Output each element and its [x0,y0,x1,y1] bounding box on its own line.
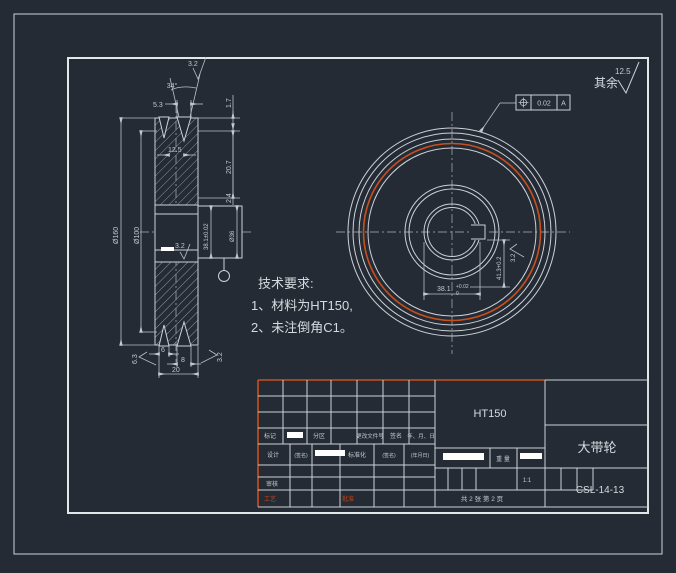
roughness-symbol [617,61,640,95]
tb-sign3: (签名) [382,452,396,459]
tb-part-name: 大带轮 [577,440,616,455]
tb-scale: 1:1 [523,478,532,484]
tb-std: 标准化 [348,451,366,459]
dim-groove-top-width: 5.3 [153,102,163,109]
material-region [435,380,546,507]
dim-web-diameter: Ø100 [134,227,141,244]
general-note-label: 其余 [594,75,618,90]
dim-b3: 20 [172,367,180,374]
rim-top-hatched [154,117,199,206]
callout-circle [218,270,230,282]
dim-bore: 38.1±0.02 [204,223,210,250]
dim-b1: 6 [161,347,165,354]
roughness-value: 6.3 [132,354,139,364]
general-note-value: 12.5 [615,67,631,76]
tb-mark: 标记 [264,432,276,440]
tb-zone: 分区 [313,432,325,440]
section-dimensions: Ø160 Ø100 5.3 34° 3.2 12.5 1.7 20.7 2. [113,56,240,378]
hub-circle [404,184,500,280]
dim-bore-tol-lower: 0 [456,291,459,297]
tb-material: HT150 [473,408,506,420]
dim-hub: Ø36 [230,230,236,242]
tb-filled-cell[interactable] [287,432,303,438]
groove-root-circle [367,147,537,317]
tb-changefile: 更改文件号 [356,432,384,440]
groove-circle [358,138,546,326]
pitch-circle-orange [362,142,542,322]
v-groove [158,116,170,139]
roughness-value: 3.2 [217,352,224,362]
dim-bore-value: 38.1 [437,286,451,293]
technical-requirements: 技术要求: 1、材料为HT150, 2、未注倒角C1。 [251,276,353,335]
dim-groove-angle: 34° [167,82,178,90]
rim-bottom-hatched [154,261,199,346]
dim-keyway: 41.3+0.2 [497,256,503,280]
tb-drawing-number: CSL-14-13 [576,485,625,496]
tb-design: 设计 [267,451,279,459]
roughness-symbol [509,243,525,258]
gdt-datum: A [561,101,566,108]
section-view [140,104,252,362]
tb-sign2: (签名) [294,452,308,459]
tb-filled-cell[interactable] [443,453,484,460]
dim-groove-mid-width: 12.5 [168,147,182,154]
dim-right-3: 2.4 [226,193,233,203]
gdt-tolerance: 0.02 [537,101,551,108]
roughness-symbol [200,349,218,364]
roughness-symbol [138,351,157,366]
rim-outer-circle-2 [352,132,552,332]
v-groove [176,320,192,347]
dim-bore-tol-upper: +0.02 [456,284,469,290]
dim-right-2: 20.7 [226,160,233,174]
front-dimensions: 38.1 +0.02 0 41.3+0.2 3.2 [423,239,525,300]
roughness-symbol [179,243,191,260]
tech-req-item: 1、材料为HT150, [251,298,353,313]
hub-boss [197,205,243,259]
roughness-value: 3.2 [175,243,185,250]
tb-date: 年、月、日 [407,432,435,440]
tb-check: 审核 [266,480,278,488]
tb-weight: 重 量 [496,455,510,463]
tb-craft: 工艺 [264,495,276,503]
roughness-value: 3.2 [511,253,517,262]
tech-req-item: 2、未注倒角C1。 [251,320,353,335]
roughness-value: 3.2 [188,61,198,68]
roughness-symbol [192,56,207,81]
dim-outer-diameter: Ø160 [113,227,120,244]
v-groove [158,324,170,347]
dim-right-1: 1.7 [226,98,233,108]
tb-sheet: 共 2 张 第 2 页 [461,494,504,503]
tb-approve: 批准 [342,495,354,503]
dim-b2: 8 [181,357,185,364]
revision-grid [258,380,435,445]
keyway-mask [471,224,487,240]
tb-date2: (年月日) [411,452,430,459]
name-region [545,380,649,507]
hub-circle-2 [408,188,496,276]
position-symbol-icon [518,97,529,108]
keyway-outline [471,224,486,240]
gdt-frame: 0.02 A [479,94,571,133]
general-roughness-note: 其余 12.5 [594,61,640,95]
tb-filled-cell[interactable] [315,450,345,456]
front-view [336,112,570,354]
v-groove [176,116,192,143]
selection-highlight[interactable] [161,247,174,251]
tb-filled-cell[interactable] [520,453,542,459]
sheet-border [13,13,663,555]
title-block: 标记 分区 更改文件号 签名 年、月、日 设计 (签名) 标准化 (签名) (年… [257,379,649,508]
tb-sign: 签名 [390,432,402,440]
rim-outer-circle [347,127,557,337]
tech-req-title: 技术要求: [258,276,314,291]
